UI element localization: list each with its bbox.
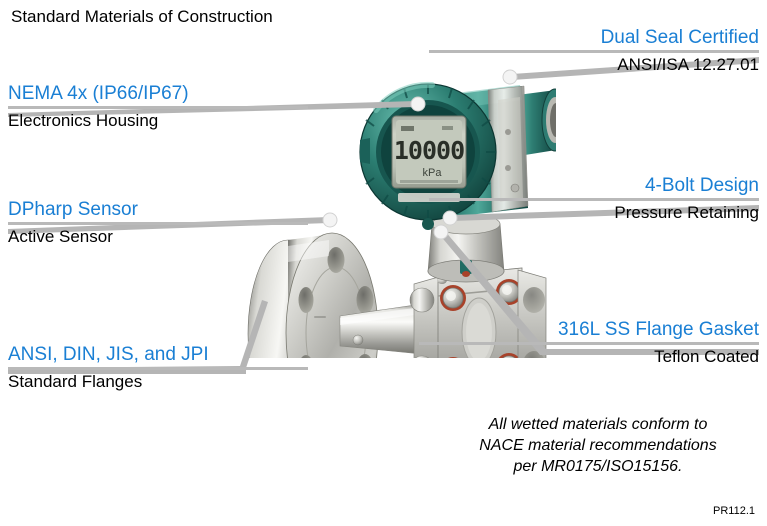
nace-footnote: All wetted materials conform to NACE mat… — [443, 414, 753, 477]
callout-flange-gasket: 316L SS Flange Gasket Teflon Coated — [419, 318, 759, 367]
callout-rule — [419, 342, 759, 345]
process-flange — [247, 232, 379, 358]
document-code: PR112.1 — [713, 505, 755, 517]
callout-four-bolt-subtitle: Pressure Retaining — [614, 203, 759, 222]
callout-dual-seal: Dual Seal Certified ANSI/ISA 12.27.01 — [429, 26, 759, 75]
callout-electronics-housing-heading: NEMA 4x (IP66/IP67) — [8, 83, 189, 104]
nace-footnote-line1: All wetted materials conform to — [488, 416, 708, 433]
callout-dpharp-sensor-subtitle: Active Sensor — [8, 227, 113, 246]
page-title: Standard Materials of Construction — [11, 7, 273, 26]
callout-four-bolt-heading: 4-Bolt Design — [644, 175, 759, 196]
callout-rule — [8, 367, 308, 370]
nace-footnote-line3: per MR0175/ISO15156. — [513, 458, 683, 475]
callout-rule — [8, 106, 308, 109]
callout-flange-gasket-heading: 316L SS Flange Gasket — [557, 319, 759, 340]
callout-dual-seal-subtitle: ANSI/ISA 12.27.01 — [617, 55, 759, 74]
callout-standard-flanges: ANSI, DIN, JIS, and JPI Standard Flanges — [8, 343, 308, 392]
callout-standard-flanges-heading: ANSI, DIN, JIS, and JPI — [8, 344, 209, 365]
housing-collar — [427, 213, 505, 283]
callout-four-bolt: 4-Bolt Design Pressure Retaining — [429, 174, 759, 223]
callout-standard-flanges-subtitle: Standard Flanges — [8, 372, 143, 391]
callout-dpharp-sensor: DPharp Sensor Active Sensor — [8, 198, 308, 247]
callout-electronics-housing: NEMA 4x (IP66/IP67) Electronics Housing — [8, 82, 308, 131]
lcd-units: kPa — [423, 167, 443, 179]
callout-flange-gasket-subtitle: Teflon Coated — [654, 347, 759, 366]
flange-neck — [339, 303, 423, 355]
nace-footnote-line2: NACE material recommendations — [479, 437, 717, 454]
callout-rule — [8, 222, 308, 225]
callout-dual-seal-heading: Dual Seal Certified — [600, 27, 759, 48]
lcd-display: 10000 kPa — [391, 115, 467, 189]
lcd-value: 10000 — [394, 136, 464, 165]
callout-dpharp-sensor-heading: DPharp Sensor — [8, 199, 138, 220]
callout-electronics-housing-subtitle: Electronics Housing — [8, 111, 159, 130]
callout-rule — [429, 50, 759, 53]
electronics-housing: 10000 kPa — [359, 81, 556, 230]
callout-rule — [429, 198, 759, 201]
